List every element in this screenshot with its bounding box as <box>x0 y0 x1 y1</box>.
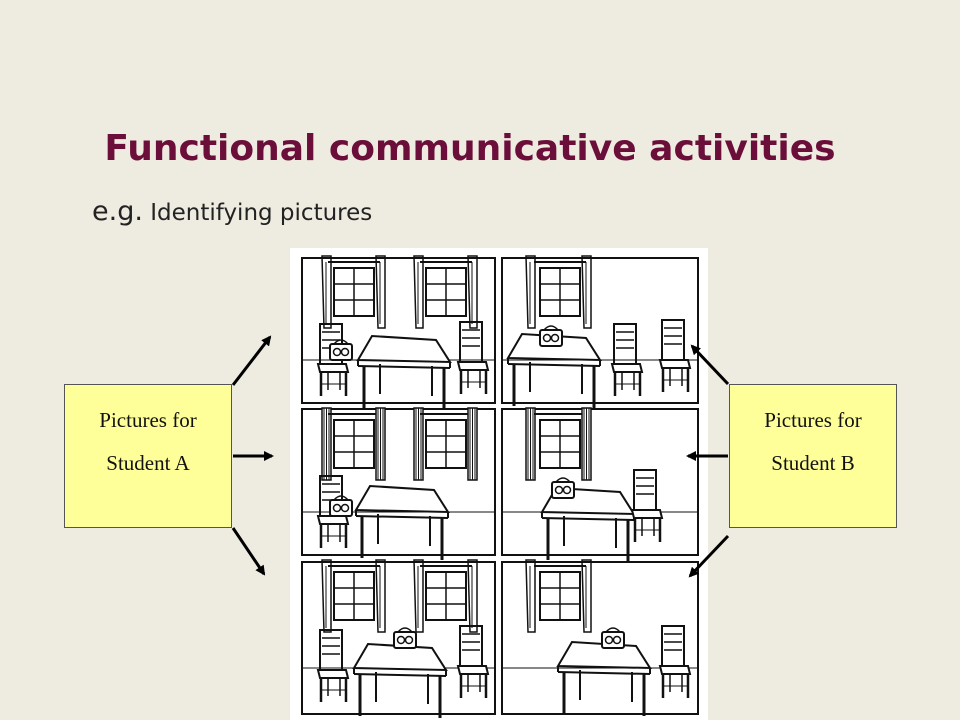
arrow-b-top <box>690 344 730 386</box>
student-a-line1: Pictures for <box>99 408 197 432</box>
student-b-line1: Pictures for <box>764 408 862 432</box>
subtitle-prefix: e.g. <box>92 196 143 227</box>
student-b-line2: Student B <box>771 451 855 475</box>
arrow-b-bottom <box>688 534 730 578</box>
subtitle-text: Identifying pictures <box>142 200 373 226</box>
room-picture-2 <box>501 255 699 410</box>
student-a-line2: Student A <box>106 451 190 475</box>
arrow-a-bottom <box>231 527 266 576</box>
arrow-a-top <box>231 335 272 386</box>
room-picture-6 <box>501 559 699 718</box>
student-b-label-box: Pictures for Student B <box>729 384 897 528</box>
student-a-label-box: Pictures for Student A <box>64 384 232 528</box>
room-picture-1 <box>301 255 496 412</box>
room-picture-4 <box>501 407 699 564</box>
slide-title: Functional communicative activities <box>104 128 836 169</box>
room-picture-5 <box>301 559 496 720</box>
picture-grid <box>290 248 708 720</box>
room-picture-3 <box>301 407 496 562</box>
slide-subtitle: e.g. Identifying pictures <box>92 196 372 227</box>
